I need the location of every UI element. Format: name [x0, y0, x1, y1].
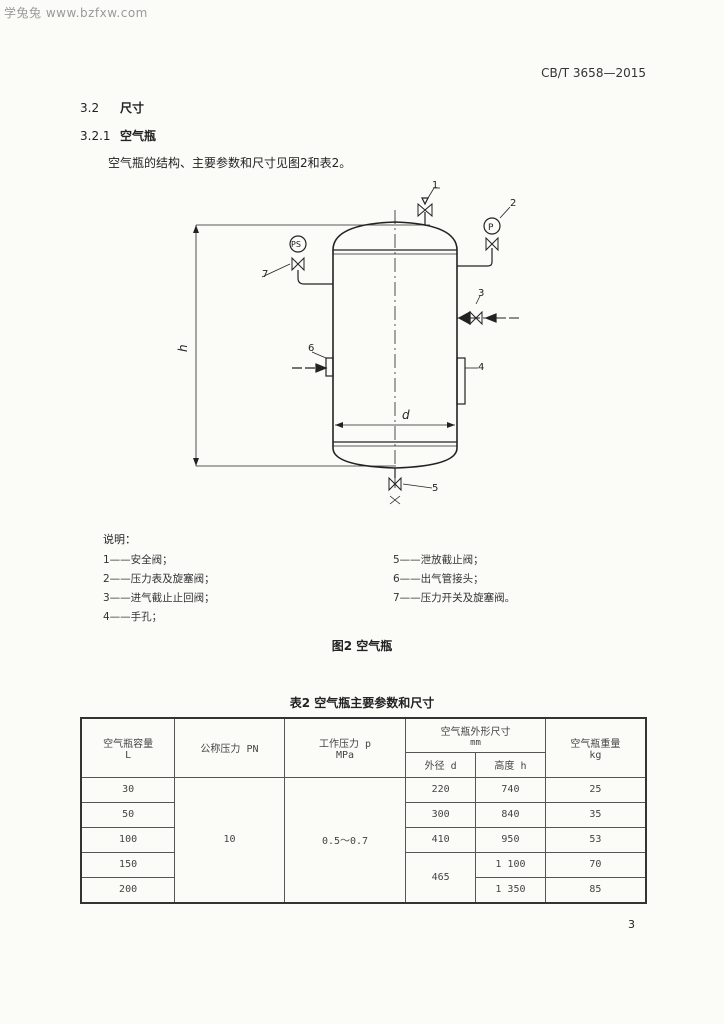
callout-3: 3: [478, 288, 484, 299]
watermark: 学兔兔 www.bzfxw.com: [4, 6, 148, 20]
section-title: 尺寸: [120, 101, 145, 115]
table-row: 100 410 950 53: [80, 826, 647, 853]
subsection-number: 3.2.1: [80, 129, 111, 143]
outlet-connector: [325, 357, 334, 377]
notes-title: 说明：: [103, 533, 136, 546]
subsection-heading: 3.2.1 空气瓶: [80, 127, 156, 144]
standard-number: CB/T 3658—2015: [541, 66, 646, 80]
table-row: 200 1 350 85: [80, 876, 647, 903]
note-item: 6——出气管接头；: [393, 573, 484, 585]
header-outer-d: 外径 d: [405, 751, 477, 778]
page-number: 3: [628, 918, 635, 931]
pressure-gauge: [483, 217, 501, 235]
note-item: 4——手孔；: [103, 611, 163, 623]
callout-1: 1: [432, 180, 438, 191]
table-row: 150 465 1 100 70: [80, 851, 647, 903]
callout-5: 5: [432, 483, 438, 494]
note-item: 1——安全阀；: [103, 554, 173, 566]
header-pn: 公称压力 PN: [174, 717, 285, 778]
callout-4: 4: [478, 362, 484, 373]
section-heading: 3.2 尺寸: [80, 99, 144, 116]
header-height-h: 高度 h: [475, 751, 546, 778]
note-item: 5——泄放截止阀；: [393, 554, 484, 566]
table-row: 30 10 0.5～0.7 220 740 25: [80, 776, 647, 903]
table-caption: 表2 空气瓶主要参数和尺寸: [289, 696, 435, 710]
callout-6: 6: [308, 343, 314, 354]
gauge-p-label: P: [488, 223, 494, 233]
note-item: 2——压力表及旋塞阀；: [103, 573, 215, 585]
gauge-ps-label: PS: [291, 240, 301, 249]
air-bottle-drawing: d h 1 P 2 PS 7 3 4 6 5: [176, 180, 520, 505]
figure-caption: 图2 空气瓶: [331, 639, 393, 653]
note-item: 7——压力开关及旋塞阀。: [393, 592, 516, 604]
note-item: 3——进气截止止回阀；: [103, 592, 215, 604]
pressure-value: 0.5～0.7: [283, 776, 407, 903]
callout-7: 7: [262, 269, 268, 280]
callout-2: 2: [510, 198, 516, 209]
intro-paragraph: 空气瓶的结构、主要参数和尺寸见图2和表2。: [108, 156, 352, 170]
subsection-title: 空气瓶: [120, 129, 157, 143]
pressure-switch: [289, 235, 307, 253]
section-number: 3.2: [80, 101, 100, 115]
dimension-h: h: [176, 344, 190, 352]
pn-value: 10: [174, 776, 285, 903]
hand-hole: [456, 357, 466, 405]
dimension-d: d: [402, 408, 410, 422]
